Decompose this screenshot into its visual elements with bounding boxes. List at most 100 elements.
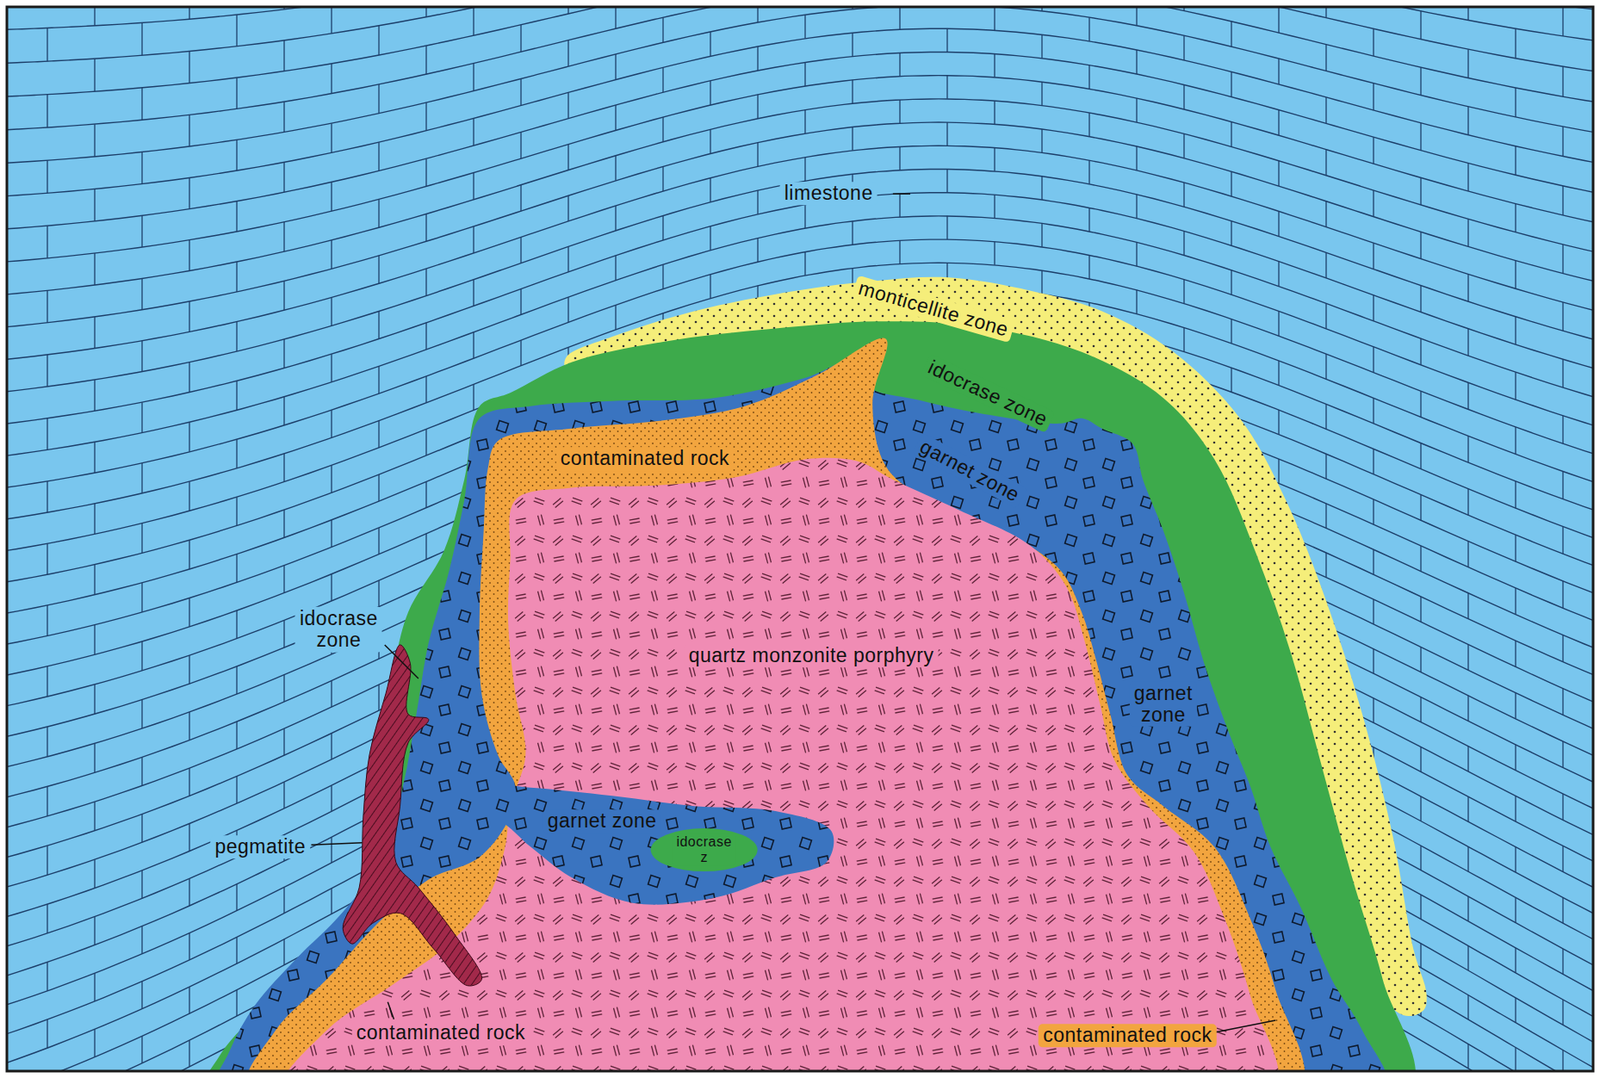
bedding-joint [1183, 35, 1185, 61]
bedding-joint [946, 28, 948, 52]
bedding-joint [425, 6, 427, 18]
bedding-joint [1514, 481, 1516, 509]
bedding-joint [283, 565, 285, 594]
bedding-joint [1277, 6, 1279, 33]
bedding-joint [330, 888, 332, 915]
bedding-joint [1420, 390, 1421, 417]
bedding-joint [46, 726, 48, 757]
bedding-joint [188, 362, 190, 393]
bedding-joint [425, 45, 427, 75]
bedding-joint [567, 195, 569, 222]
zone-label: quartz monzonite porphyry [684, 644, 939, 668]
bedding-joint [141, 813, 143, 843]
bedding-joint [946, 75, 948, 100]
bedding-joint [235, 990, 237, 1017]
bedding-joint [283, 161, 285, 193]
bedding-joint [567, 92, 569, 118]
bedding-joint [804, 204, 806, 229]
bedding-joint [1135, 6, 1137, 26]
bedding-joint [1135, 98, 1137, 123]
bedding-joint [378, 84, 379, 114]
bedding-joint [330, 520, 332, 548]
bedding-joint [1325, 97, 1327, 124]
zone-label: contaminated rock [1038, 1023, 1216, 1048]
bedding-joint [188, 1040, 190, 1067]
bedding-joint [1514, 146, 1516, 176]
bedding-joint [1135, 49, 1137, 75]
bedding-joint [1467, 273, 1469, 302]
bedding-joint [283, 509, 285, 538]
bedding-joint [1135, 146, 1137, 171]
bedding-joint [614, 205, 616, 231]
bedding-joint [283, 886, 285, 913]
bedding-joint [1420, 285, 1421, 313]
bedding-joint [93, 564, 95, 596]
bedding-joint [330, 6, 332, 34]
bedding-joint [1183, 230, 1185, 255]
bedding-joint [141, 215, 143, 248]
bedding-joint [1041, 223, 1042, 247]
bedding-joint [472, 7, 474, 36]
bedding-joint [1420, 123, 1421, 151]
bedding-joint [520, 185, 521, 211]
bedding-joint [1277, 210, 1279, 236]
bedding-joint [1230, 171, 1232, 197]
bedding-joint [1467, 49, 1469, 78]
bedding-joint [1372, 698, 1374, 723]
bedding-joint [1467, 695, 1469, 721]
bedding-joint [472, 279, 474, 307]
bedding-joint [1183, 328, 1185, 353]
bedding-joint [188, 177, 190, 209]
bedding-joint [425, 213, 427, 242]
bedding-joint [1514, 948, 1516, 974]
bedding-joint [520, 24, 521, 52]
bedding-joint [899, 146, 900, 170]
bedding-joint [1562, 845, 1563, 872]
bedding-joint [1230, 122, 1232, 148]
bedding-joint [1325, 201, 1327, 228]
bedding-joint [235, 14, 237, 47]
bedding-joint [1420, 545, 1421, 572]
bedding-joint [472, 117, 474, 146]
bedding-joint [141, 700, 143, 729]
bedding-joint [1467, 896, 1469, 922]
bedding-joint [1562, 581, 1563, 608]
bedding-joint [378, 421, 379, 448]
bedding-line [6, 6, 1594, 165]
bedding-joint [1325, 44, 1327, 72]
bedding-joint [472, 384, 474, 410]
bedding-joint [1372, 499, 1374, 525]
bedding-joint [1562, 186, 1563, 216]
bedding-joint [235, 439, 237, 469]
bedding-joint [1420, 647, 1421, 673]
bedding-joint [662, 166, 664, 192]
bedding-joint [1420, 596, 1421, 622]
bedding-joint [1467, 746, 1469, 772]
bedding-joint [1230, 270, 1232, 295]
figure-frame [6, 6, 1594, 1072]
bedding-joint [946, 168, 948, 193]
bedding-joint [330, 409, 332, 438]
bedding-joint [235, 77, 237, 109]
bedding-joint [946, 216, 948, 240]
bedding-joint [1325, 149, 1327, 176]
bedding-joint [283, 781, 285, 809]
bedding-joint [1325, 552, 1327, 578]
bedding-joint [1467, 593, 1469, 620]
bedding-joint [472, 332, 474, 359]
bedding-joint [1325, 6, 1327, 19]
bedding-joint [1088, 254, 1090, 280]
bedding-joint [188, 539, 190, 570]
bedding-joint [141, 756, 143, 786]
bedding-joint [1420, 495, 1421, 521]
bedding-joint [1230, 71, 1232, 97]
bedding-joint [378, 580, 379, 607]
bedding-joint [93, 625, 95, 656]
bedding-joint [804, 14, 806, 39]
bedding-joint [330, 123, 332, 153]
bedding-joint [141, 870, 143, 899]
bedding-joint [1183, 182, 1185, 207]
limestone-bedding [6, 6, 1594, 1072]
bedding-joint [141, 1035, 143, 1064]
bedding-joint [378, 142, 379, 171]
